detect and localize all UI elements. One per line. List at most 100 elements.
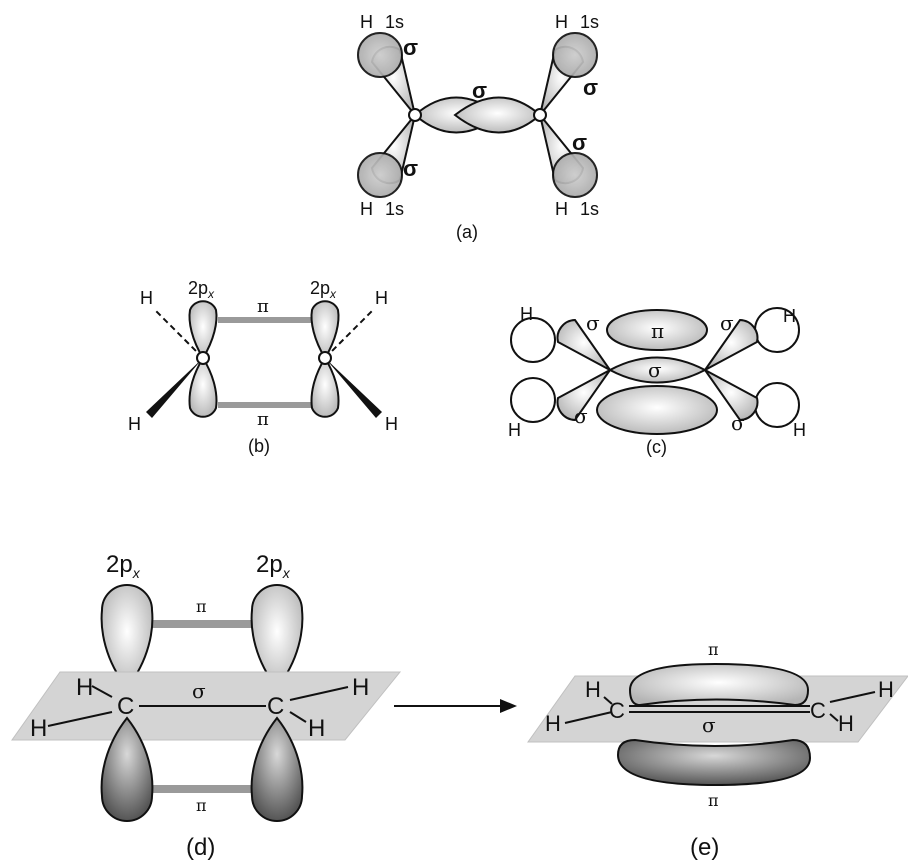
sigma-label: σ	[574, 404, 588, 428]
h-label: H	[838, 711, 854, 736]
sigma-label: σ	[403, 35, 418, 60]
panel-caption: (e)	[690, 834, 719, 861]
p-orbital-lobe	[100, 716, 154, 822]
h-label: H	[308, 715, 325, 742]
h-1s-orbital	[552, 152, 598, 198]
p-orbital-lobe	[310, 300, 340, 360]
ch-bond	[47, 711, 113, 727]
sigma-label: σ	[586, 311, 600, 335]
p-orbital-lobe	[188, 300, 218, 360]
h-label: H	[878, 677, 894, 702]
pi-cloud-upper	[606, 309, 708, 351]
p-orbital-label: 2px	[310, 278, 337, 301]
ch-bond	[564, 711, 613, 724]
ch-sigma-lobe	[556, 369, 611, 422]
panel-caption: (a)	[456, 222, 478, 242]
sigma-label: σ	[648, 358, 662, 382]
sigma-label: σ	[720, 311, 734, 335]
pi-label: π	[257, 409, 269, 430]
h-label: H	[783, 306, 796, 326]
h-1s-orbital	[510, 317, 556, 363]
wedge-bond	[325, 358, 382, 418]
orbital-label: 1s	[385, 12, 404, 32]
carbon-nucleus	[533, 108, 547, 122]
ch-bond	[829, 713, 839, 722]
wedge-bond	[146, 358, 203, 418]
ch-bond	[829, 691, 876, 703]
ch-bond	[289, 711, 307, 723]
ch-sigma-lobe	[704, 318, 759, 371]
p-orbital-lobe	[188, 356, 218, 418]
p-orbital-label: 2px	[256, 551, 291, 581]
p-orbital-label: 2px	[106, 551, 141, 581]
hashed-bond	[154, 309, 204, 359]
h-label: H	[76, 674, 93, 701]
sigma-label: σ	[472, 78, 487, 103]
h-label: H	[585, 677, 601, 702]
pi-label: π	[196, 796, 207, 815]
sigma-label: σ	[583, 75, 598, 100]
sigma-label: σ	[572, 130, 587, 155]
panel-d: C C H H H H σ π π 2px 2px (d)	[11, 551, 402, 861]
sigma-label: σ	[702, 713, 716, 737]
h-label: H	[385, 414, 398, 434]
ch-sigma-lobe	[704, 369, 759, 422]
carbon-label: C	[117, 693, 134, 720]
pi-label: π	[257, 296, 269, 317]
h-label: H	[360, 12, 373, 32]
hashed-bond	[324, 309, 374, 359]
h-label: H	[555, 12, 568, 32]
panel-caption: (c)	[646, 437, 667, 457]
h-1s-orbital	[510, 377, 556, 423]
h-label: H	[520, 304, 533, 324]
carbon-nucleus	[318, 351, 332, 365]
panel-a: H 1s H 1s H 1s H 1s σ σ σ σ σ (a)	[357, 12, 599, 242]
h-label: H	[30, 715, 47, 742]
carbon-nucleus	[196, 351, 210, 365]
h-label: H	[128, 414, 141, 434]
pi-label: π	[651, 319, 664, 343]
h-1s-orbital	[357, 32, 403, 78]
ch-bond	[603, 696, 613, 705]
ch-sigma-lobe	[556, 318, 611, 371]
orbital-label: 1s	[580, 12, 599, 32]
pi-label: π	[196, 597, 207, 616]
sigma-label: σ	[731, 411, 745, 435]
h-label: H	[360, 199, 373, 219]
ch-bond	[91, 685, 113, 698]
carbon-label: C	[267, 693, 284, 720]
pi-cloud-lower	[616, 738, 812, 787]
orbital-label: 1s	[580, 199, 599, 219]
h-label: H	[352, 674, 369, 701]
h-1s-orbital	[552, 32, 598, 78]
p-orbital-lobe	[250, 716, 304, 822]
ch-bond	[289, 686, 349, 701]
h-label: H	[508, 420, 521, 440]
cc-sigma-orbital	[607, 356, 708, 384]
pi-cloud-lower	[596, 385, 718, 435]
p-orbital-lobe	[100, 584, 154, 690]
sigma-label: σ	[192, 679, 206, 703]
sigma-label: σ	[403, 156, 418, 181]
transition-arrow	[394, 699, 517, 713]
p-orbital-lobe	[250, 584, 304, 690]
h-label: H	[793, 420, 806, 440]
panel-caption: (b)	[248, 436, 270, 456]
h-label: H	[375, 288, 388, 308]
h-1s-orbital	[357, 152, 403, 198]
p-orbital-lobe	[310, 356, 340, 418]
orbital-label: 1s	[385, 199, 404, 219]
panel-c: π σ σ σ σ σ H H H H (c)	[508, 304, 806, 457]
carbon-nucleus	[408, 108, 422, 122]
h-label: H	[140, 288, 153, 308]
panel-b: H H H H 2px 2px π π (b)	[128, 278, 398, 456]
carbon-label: C	[609, 698, 625, 723]
cc-sigma-lobe-right	[453, 96, 542, 134]
pi-label: π	[708, 791, 719, 810]
p-orbital-label: 2px	[188, 278, 215, 301]
carbon-label: C	[810, 698, 826, 723]
h-label: H	[555, 199, 568, 219]
panel-caption: (d)	[186, 834, 215, 861]
h-label: H	[545, 711, 561, 736]
